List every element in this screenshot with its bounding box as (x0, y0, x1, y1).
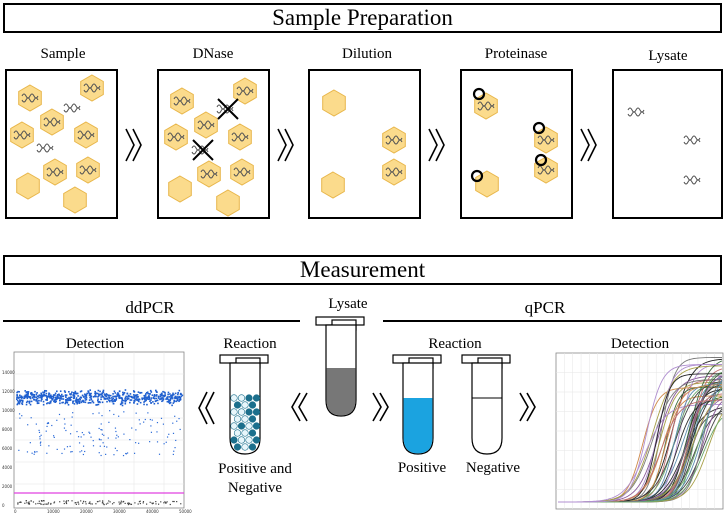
ddpcr-x-tick: 50000 (179, 509, 192, 514)
qpcr-amplification-curve (558, 364, 722, 503)
qpcr-rule (383, 320, 722, 322)
ddpcr-reaction-label: Reaction (223, 336, 277, 352)
ddpcr-x-tick: 40000 (146, 509, 159, 514)
stage-label-proteinase: Proteinase (484, 46, 548, 62)
ddpcr-x-tick: 10000 (47, 509, 60, 514)
stage-label-dilution: Dilution (341, 46, 392, 62)
ddpcr-detection-label: Detection (65, 336, 125, 352)
lysate-tube (315, 316, 365, 417)
ddpcr-y-tick: 12000 (2, 389, 15, 394)
qpcr-detection-label: Detection (610, 336, 670, 352)
ddpcr-y-tick: 2000 (2, 484, 13, 489)
stage-box-lysate (612, 69, 723, 219)
lysate-label: Lysate (328, 296, 368, 312)
ddpcr-y-tick: 6000 (2, 446, 13, 451)
qpcr-title: qPCR (524, 298, 566, 317)
measurement-arrows (198, 391, 536, 425)
ddpcr-x-tick: 0 (14, 509, 17, 514)
dnase-contents (165, 78, 257, 217)
sample-preparation-title: Sample Preparation (272, 5, 453, 30)
measurement-title: Measurement (299, 257, 426, 282)
ddpcr-y-tick: 8000 (2, 427, 13, 432)
sample-preparation-banner: Sample Preparation (3, 3, 722, 33)
ddpcr-result-label-line1: Positive and (218, 461, 292, 477)
qpcr-positive-tube (392, 354, 442, 455)
qpcr-negative-label: Negative (465, 460, 521, 476)
ddpcr-y-tick: 14000 (2, 370, 15, 375)
ddpcr-title: ddPCR (125, 298, 175, 317)
ddpcr-result-label-line2: Negative (227, 480, 283, 496)
ddpcr-y-tick: 10000 (2, 408, 15, 413)
qpcr-positive-label: Positive (397, 460, 447, 476)
ddpcr-x-tick: 20000 (80, 509, 93, 514)
ddpcr-x-tick: 30000 (113, 509, 126, 514)
ddpcr-y-tick: 0 (2, 503, 5, 508)
droplets (230, 394, 261, 451)
qpcr-detection-plot (555, 352, 724, 510)
qpcr-negative-tube (461, 354, 511, 455)
stage-label-sample: Sample (40, 46, 86, 62)
stage-label-lysate: Lysate (648, 48, 688, 64)
stage-arrows (125, 128, 597, 162)
measurement-banner: Measurement (3, 255, 722, 285)
ddpcr-reaction-tube (219, 354, 269, 455)
ddpcr-y-tick: 4000 (2, 465, 13, 470)
qpcr-reaction-label: Reaction (428, 336, 482, 352)
stage-label-dnase: DNase (192, 46, 234, 62)
proteinase-contents (470, 87, 557, 198)
ddpcr-rule (3, 320, 300, 322)
